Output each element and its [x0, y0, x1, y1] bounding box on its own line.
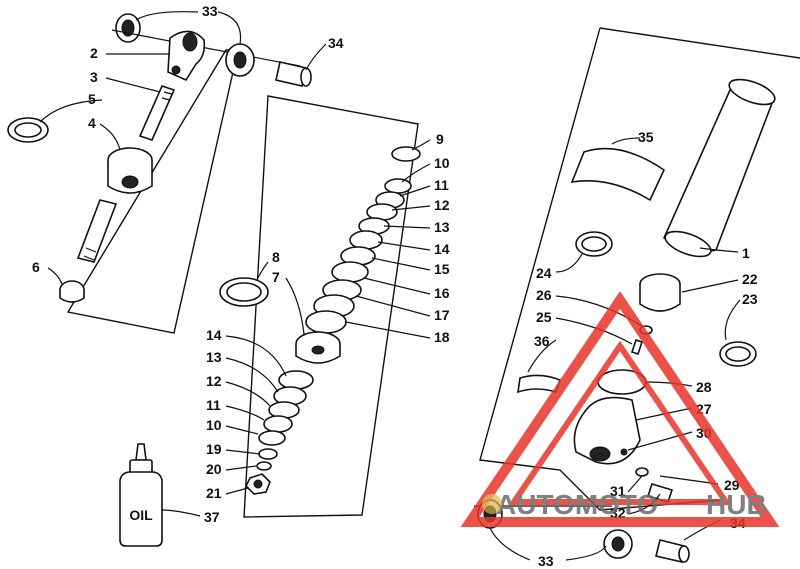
part-6-bushing	[59, 280, 85, 303]
label-22: 22	[742, 271, 758, 287]
label-14: 14	[434, 241, 450, 257]
part-7-piston	[295, 331, 341, 364]
label-5: 5	[88, 91, 96, 107]
label-11-lower: 11	[206, 397, 221, 413]
label-33-top: 33	[202, 3, 218, 19]
part-35-label	[570, 147, 666, 202]
part-33-bushing-bottom-mid	[603, 529, 633, 559]
part-shaft-lower	[76, 199, 118, 263]
label-12: 12	[434, 197, 450, 213]
label-13: 13	[434, 219, 450, 235]
label-9: 9	[436, 131, 444, 147]
part-30-pin	[620, 448, 628, 456]
label-16: 16	[434, 285, 450, 301]
part-25-valve	[630, 338, 644, 356]
label-11: 11	[434, 177, 449, 193]
part-4-seal-head	[107, 147, 153, 194]
part-21-nut	[245, 473, 271, 495]
label-12-lower: 12	[206, 373, 222, 389]
part-3-rod	[138, 85, 176, 141]
watermark-dot	[482, 494, 502, 514]
label-20: 20	[206, 461, 222, 477]
shim-stack-upper	[305, 146, 421, 334]
label-34-top: 34	[328, 35, 344, 51]
label-25: 25	[536, 309, 552, 325]
part-33-bushing-top-left	[115, 13, 141, 43]
label-36: 36	[534, 333, 550, 349]
label-18: 18	[434, 329, 450, 345]
bottle-label: OIL	[129, 507, 153, 523]
part-34-sleeve-bottom	[655, 539, 690, 563]
label-14-lower: 14	[206, 327, 222, 343]
watermark-text-a: AUTOMOTO	[496, 489, 658, 520]
part-5-washer	[7, 117, 49, 143]
label-37: 37	[204, 509, 220, 525]
label-29: 29	[724, 477, 740, 493]
label-26: 26	[536, 287, 552, 303]
axis-line-top	[111, 29, 301, 67]
label-1: 1	[742, 245, 750, 261]
label-3: 3	[90, 69, 98, 85]
label-23: 23	[742, 291, 758, 307]
part-1-reservoir	[662, 78, 776, 258]
part-24-ring	[575, 231, 613, 257]
label-24: 24	[536, 265, 552, 281]
label-4: 4	[88, 115, 96, 131]
label-19: 19	[206, 441, 222, 457]
part-number-labels: 33 2 34 3 5 4 6 9 10 11 12 13 14 15 16 1…	[32, 3, 758, 569]
part-2-eye	[167, 30, 206, 82]
label-6: 6	[32, 259, 40, 275]
part-8-piston-ring	[219, 277, 269, 307]
part-31-valve-stem	[635, 467, 674, 503]
label-17: 17	[434, 307, 450, 323]
label-21: 21	[206, 485, 222, 501]
label-31: 31	[610, 483, 626, 499]
label-10: 10	[434, 155, 450, 171]
shim-stack-lower	[256, 370, 314, 471]
watermark-logo: AUTOMOTO HUB	[460, 291, 780, 527]
center-frame	[243, 95, 419, 518]
label-33-bottom: 33	[538, 553, 554, 569]
part-33-bushing-top-mid	[225, 43, 255, 77]
label-35: 35	[638, 129, 654, 145]
watermark-triangle-inner	[508, 340, 732, 505]
watermark-triangle	[460, 291, 780, 527]
part-27-body	[573, 396, 641, 465]
label-10-lower: 10	[206, 417, 222, 433]
label-13-lower: 13	[206, 349, 222, 365]
oil-bottle: OIL	[119, 443, 163, 547]
part-22-cap	[639, 273, 681, 312]
part-34-sleeve-top	[275, 61, 312, 87]
label-2: 2	[90, 45, 98, 61]
label-15: 15	[434, 261, 450, 277]
label-28: 28	[696, 379, 712, 395]
part-23-washer	[719, 341, 757, 367]
watermark-text-b: HUB	[706, 489, 767, 520]
label-8: 8	[272, 249, 280, 265]
label-7: 7	[272, 269, 280, 285]
